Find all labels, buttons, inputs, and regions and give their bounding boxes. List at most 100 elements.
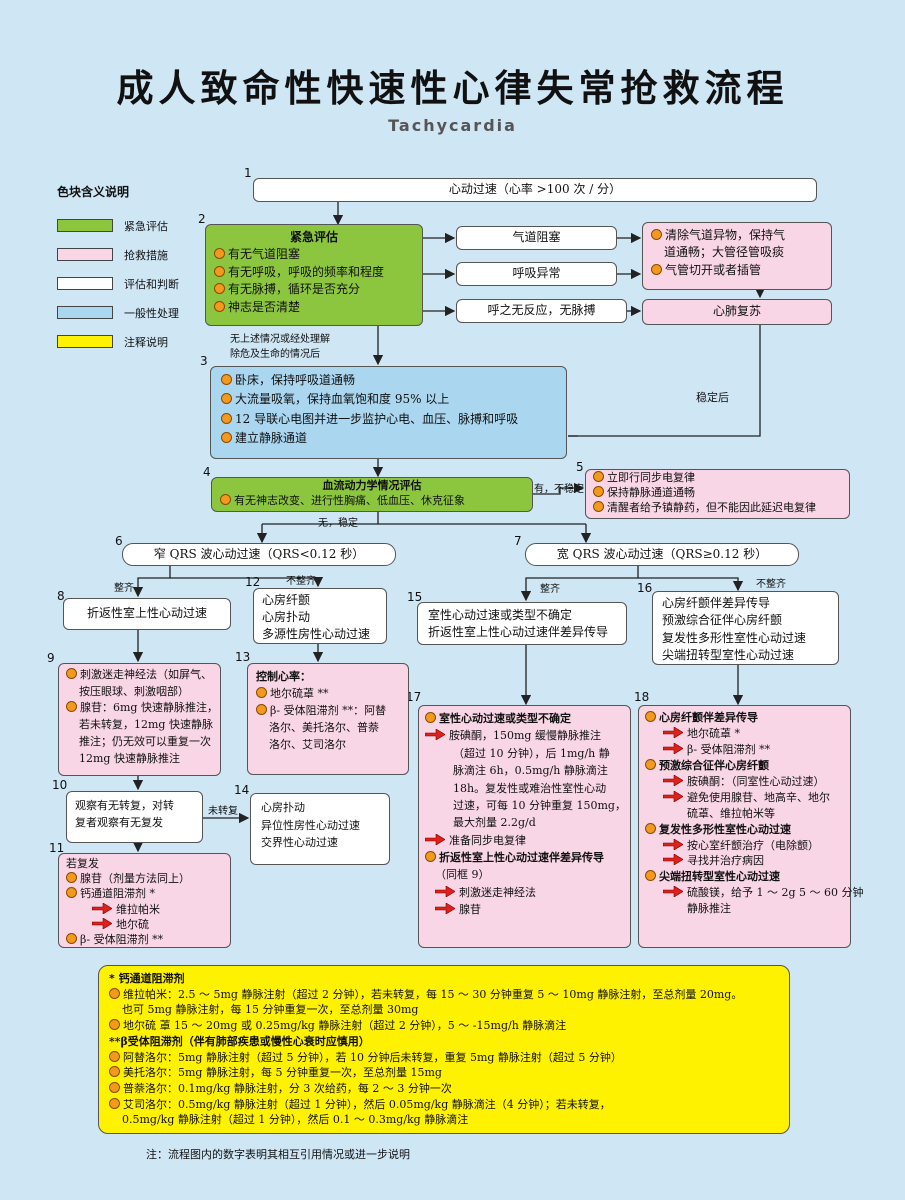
box16-line: 尖端扭转型室性心动过速 [662,648,795,663]
box13-line: 地尔硫䓬 ** [270,687,329,701]
box13-rate-control: 控制心率： 地尔硫䓬 ** β- 受体阻滞剂 **：阿替 洛尔、美托洛尔、普萘 … [247,663,409,775]
label-stable: 无，稳定 [318,518,358,529]
bullet-icon [109,1097,120,1109]
bullet-icon [256,687,267,699]
box9-line: 12mg 快速静脉推注 [79,751,180,765]
legend-title: 色块含义说明 [57,185,130,199]
box11-line: 地尔硫 [116,917,149,931]
box17-line: 刺激迷走神经法 [459,885,536,899]
box2-item: 神志是否清楚 [228,299,301,314]
bullet-icon [214,248,225,260]
step-number-17: 17 [406,690,422,704]
box9-line: 若未转复，12mg 快速静脉 [79,718,213,732]
legend-swatch-blue [57,306,113,319]
box17-line: 腺苷 [459,903,481,917]
box7-wide-qrs: 宽 QRS 波心动过速（QRS≥0.12 秒） [525,543,799,566]
box11-title: 若复发 [66,857,99,870]
step-number-14: 14 [234,783,250,797]
box5-cardioversion: 立即行同步电复律 保持静脉通道通畅 清醒者给予镇静药，但不能因此延迟电复律 [585,469,850,519]
red-arrow-icon [425,729,445,740]
box17-line: 18h。复发性或难治性室性心动 [453,781,607,795]
bullet-icon [66,887,77,899]
abnormal-breathing-box: 呼吸异常 [456,262,617,286]
label-stable-after: 稳定后 [696,391,729,404]
box12-line: 多源性房性心动过速 [262,626,371,641]
notes-line: 地尔硫 䓬 15 ～ 20mg 或 0.25mg/kg 静脉注射（超过 2 分钟… [123,1019,567,1033]
box18-heading: 复发性多形性室性心动过速 [659,822,791,836]
box14-flutter-ectopic: 心房扑动 异位性房性心动过速 交界性心动过速 [250,793,390,865]
box9-vagal-adenosine: 刺激迷走神经法（如屏气、 按压眼球、刺激咽部） 腺苷：6mg 快速静脉推注， 若… [58,663,221,776]
cpr-box: 心肺复苏 [642,299,832,325]
box5-item: 清醒者给予镇静药，但不能因此延迟电复律 [607,500,816,514]
step-number-7: 7 [514,534,522,548]
bullet-icon [109,1082,120,1094]
step-number-12: 12 [245,575,261,589]
box14-line: 交界性心动过速 [261,836,338,850]
box15-vt-uncertain: 室性心动过速或类型不确定 折返性室上性心动过速伴差异传导 [417,602,627,645]
bullet-icon [645,758,656,770]
label-regular-15: 整齐 [540,584,560,595]
box14-line: 心房扑动 [261,801,305,814]
box1-tachycardia: 心动过速（心率 >100 次 / 分） [253,178,817,202]
box15-line: 室性心动过速或类型不确定 [428,608,573,622]
notes-line: 维拉帕米：2.5 ～ 5mg 静脉注射（超过 2 分钟），若未转复，每 15 ～… [123,987,743,1001]
box18-line: 避免使用腺苷、地高辛、地尔 [687,790,830,804]
box9-line: 腺苷：6mg 快速静脉推注， [80,701,218,715]
box4-item: 有无神志改变、进行性胸痛、低血压、休克征象 [234,493,465,507]
airway-text: 气道阻塞 [512,230,561,245]
bullet-icon [66,668,77,679]
box8-reentrant-svt: 折返性室上性心动过速 [63,598,231,630]
box13-title: 控制心率： [256,670,311,683]
box5-item: 立即行同步电复律 [607,471,695,484]
step-number-16: 16 [637,581,653,595]
legend-swatch-yellow [57,335,113,348]
box3-general-care: 卧床，保持呼吸道通畅 大流量吸氧，保持血氧饱和度 95% 以上 12 导联心电图… [210,366,567,459]
box18-heading: 心房纤颤伴差异传导 [659,711,758,724]
bullet-icon [425,851,436,862]
box17-line: 准备同步电复律 [449,833,526,847]
box12-line: 心房纤颤 [262,593,311,607]
box2-item: 有无呼吸，呼吸的频率和程度 [228,264,385,279]
box17-heading: 室性心动过速或类型不确定 [439,712,571,725]
box2-item: 有无脉搏，循环是否充分 [228,282,361,297]
red-arrow-icon [92,918,112,929]
notes-line: 0.5mg/kg 静脉注射（超过 1 分钟），然后 0.1 ～ 0.3mg/kg… [122,1113,469,1127]
bullet-icon [109,987,120,999]
step-number-15: 15 [407,590,423,604]
box11-line: 腺苷（剂量方法同上） [80,872,190,886]
box16-line: 预激综合征伴心房纤颤 [662,613,783,628]
bullet-icon [221,374,232,385]
box18-heading: 尖端扭转型室性心动过速 [659,870,780,884]
box11-line: β- 受体阻滞剂 ** [80,932,164,946]
box11-line: 钙通道阻滞剂 * [80,887,155,901]
red-arrow-icon [663,791,683,802]
red-arrow-icon [663,775,683,786]
notes-heading-bb: **β受体阻滞剂（伴有肺部疾患或慢性心衰时应慎用） [109,1034,370,1048]
box18-line: 静脉推注 [687,902,731,916]
box2-emergency-assessment: 紧急评估 有无气道阻塞 有无呼吸，呼吸的频率和程度 有无脉搏，循环是否充分 神志… [205,224,423,326]
red-arrow-icon [435,886,455,897]
note-line: 除危及生命的情况后 [230,349,320,360]
notes-line: 普萘洛尔：0.1mg/kg 静脉注射，分 3 次给药，每 2 ～ 3 分钟一次 [123,1082,452,1096]
box12-af-flutter: 心房纤颤 心房扑动 多源性房性心动过速 [253,588,387,644]
box8-text: 折返性室上性心动过速 [86,606,207,621]
wide-text: 宽 QRS 波心动过速（QRS≥0.12 秒） [556,546,768,561]
bullet-icon [645,870,656,882]
notes-line: 阿替洛尔：5mg 静脉注射（超过 5 分钟），若 10 分钟后未转复，重复 5m… [123,1050,622,1064]
red-arrow-icon [425,834,445,845]
box16-line: 复发性多形性室性心动过速 [662,630,807,645]
box10-observe: 观察有无转复，对转 复者观察有无复发 [66,791,203,843]
red-arrow-icon [663,743,683,754]
label-regular-8: 整齐 [114,583,134,594]
box17-line: 胺碘酮，150mg 缓慢静脉推注 [449,729,601,743]
step-number-1: 1 [244,166,252,180]
bullet-icon [425,712,436,723]
box9-line: 推注；仍无效可以重复一次 [79,734,211,748]
box18-line: 寻找并治疗病因 [687,854,764,868]
label-irregular-12: 不整齐 [286,576,316,587]
red-arrow-icon [92,903,112,914]
box17-line: 脉滴注 6h，0.5mg/h 静脉滴注 [453,764,608,778]
box18-line: β- 受体阻滞剂 ** [687,742,771,756]
footnote: 注：流程图内的数字表明其相互引用情况或进一步说明 [146,1148,410,1161]
